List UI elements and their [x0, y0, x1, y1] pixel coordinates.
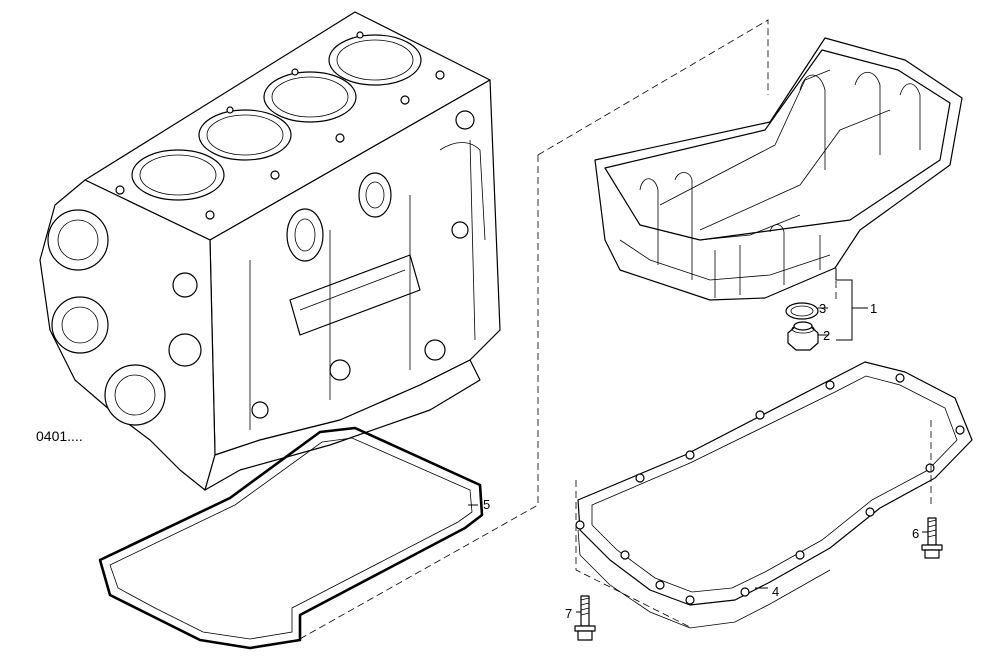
engine-block: [39, 11, 501, 491]
callout-7: 7: [565, 606, 572, 621]
bolt-6: [921, 517, 943, 559]
gasket: [98, 426, 484, 650]
callout-4: 4: [772, 584, 779, 599]
bolt-7: [574, 595, 596, 641]
seal-ring: [785, 302, 819, 320]
callout-3: 3: [819, 301, 826, 316]
callout-6: 6: [912, 526, 919, 541]
callout-2: 2: [823, 328, 830, 343]
oil-pan: [594, 37, 963, 301]
callout-leaders: [468, 268, 928, 613]
callout-5: 5: [483, 497, 490, 512]
oil-pan-adapter-plate: [575, 361, 973, 629]
drain-plug: [787, 321, 819, 351]
callout-1: 1: [870, 301, 877, 316]
reference-code: 0401....: [36, 428, 83, 444]
assembly-lines: [297, 19, 932, 641]
